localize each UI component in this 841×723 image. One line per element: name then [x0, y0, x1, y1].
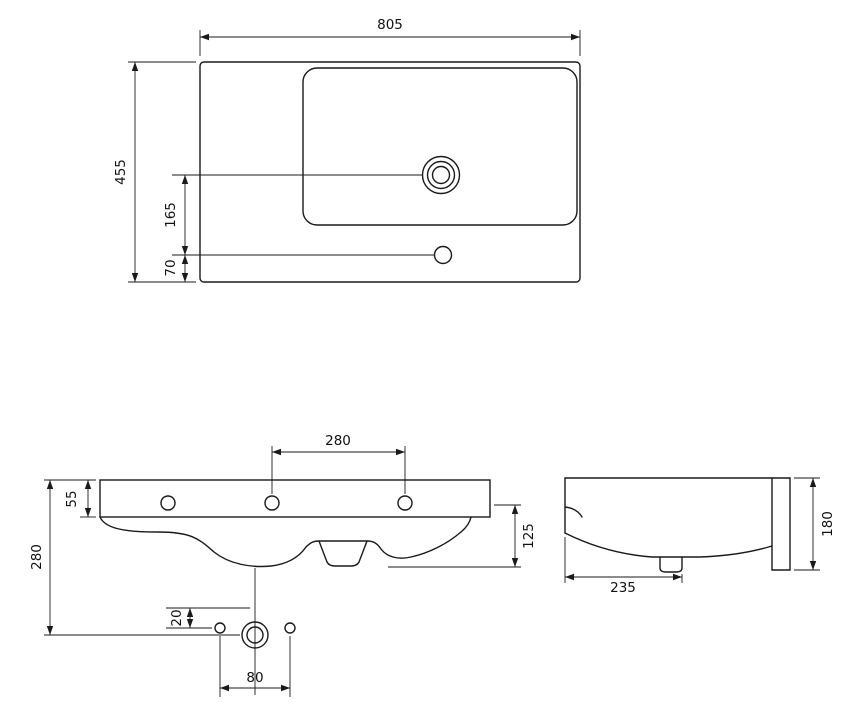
top-view: 805 455 165 70: [113, 17, 581, 283]
dim-label-fixing-hole-spacing: 80: [246, 670, 263, 686]
front-view: 280 55 280 125 20: [29, 433, 537, 697]
rim-slab-front: [99, 479, 491, 518]
side-front-lip: [564, 506, 583, 518]
side-view: 180 235: [564, 477, 836, 596]
dim-rim-height: 55: [44, 479, 96, 518]
dim-label-depth: 455: [113, 159, 129, 185]
dim-label-side-depth: 235: [610, 580, 636, 596]
dim-top-width: 805: [199, 17, 581, 56]
fixing-hole-left: [160, 495, 176, 511]
side-underside-profile: [564, 532, 773, 558]
dim-label-width: 805: [377, 17, 403, 33]
side-drain-stub: [659, 556, 683, 573]
dim-label-drain-to-taphole: 165: [163, 202, 179, 228]
fixing-point-right: [284, 622, 296, 634]
dim-fixing-hole-spacing: 80: [219, 636, 291, 697]
dim-label-rim-height: 55: [64, 490, 80, 507]
fixing-point-left: [214, 622, 226, 634]
dim-hole-offset: 20: [166, 607, 250, 629]
washbasin-outline-top: [199, 61, 581, 283]
drain-hole-middle: [426, 160, 456, 190]
dim-bowl-depth: 125: [388, 504, 537, 568]
fixing-hole-right: [397, 495, 413, 511]
dim-side-depth: 235: [564, 537, 683, 596]
dim-label-taphole-to-front: 70: [163, 259, 179, 276]
dim-label-bowl-depth: 125: [521, 523, 537, 549]
waste-outlet-outer: [241, 621, 269, 649]
bowl-underside-profile: [99, 516, 472, 568]
dim-top-depth: 455: [113, 61, 196, 283]
fixing-hole-center: [264, 495, 280, 511]
dim-taphole-to-front: 70: [163, 255, 189, 282]
dim-overall-height: 280: [29, 480, 240, 636]
waste-outlet-inner: [246, 626, 264, 644]
dim-label-overall-height: 280: [29, 544, 45, 570]
tap-hole: [433, 245, 453, 265]
dim-side-height: 180: [794, 477, 836, 571]
dim-drain-to-taphole: 165: [163, 175, 189, 255]
dim-label-side-height: 180: [820, 511, 836, 537]
dim-label-hole-offset: 20: [169, 609, 185, 626]
drain-hole-inner: [431, 165, 451, 185]
dim-label-hole-spacing: 280: [325, 433, 351, 449]
trap-cover-profile: [318, 540, 368, 567]
basin-bowl-rim: [302, 67, 578, 226]
drain-hole-outer: [421, 155, 461, 195]
dim-hole-spacing: 280: [271, 433, 406, 494]
